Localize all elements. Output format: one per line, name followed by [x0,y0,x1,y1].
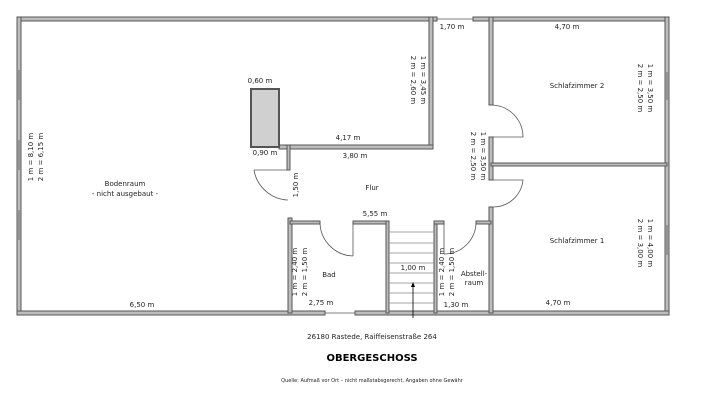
staircase [389,231,434,318]
room-name-flur: Flur [365,184,378,192]
wall-flur-stub [286,144,291,171]
dim-bodenraum-2: 2 m = 6,15 m [37,133,45,182]
room-name-abstellraum-2: raum [465,279,484,287]
dim-schlafzimmer1-2: 2 m = 3,00 m [636,219,644,268]
wall-bad-top-2 [352,220,390,225]
dim-schlafzimmer2-1: 1 m = 3,50 m [646,64,654,113]
chimney [250,88,280,148]
wall-stair-left [385,220,390,314]
dim-upper-room-1: 1 m = 3,45 m [419,56,427,105]
dim-bodenraum-1: 1 m = 8,10 m [27,133,35,182]
door-schlafzimmer2[interactable] [490,104,524,138]
wall-bad-left [287,217,293,314]
wall-abstell-top [433,220,445,225]
wall-bedroom-divider [490,162,668,167]
doors [253,104,524,257]
dim-chimney-bottom: 0,90 m [253,149,278,157]
dim-bodenraum-width: 6,50 m [130,301,155,309]
dim-upper-room-width: 4,17 m [336,134,361,142]
wall-upper-room-right [428,16,434,150]
dim-abstellraum-width: 1,30 m [444,301,469,309]
dim-abstellraum-2: 2 m = 1,50 m [448,248,456,297]
wall-top-right [472,16,670,22]
dim-flur-lower: 5,55 m [363,210,388,218]
wall-abstell-top-2 [475,220,492,225]
door-abstellraum[interactable] [443,221,477,255]
room-name-abstellraum-1: Abstell- [461,270,488,278]
room-name-bodenraum: Bodenraum [105,180,146,188]
source-note: Quelle: Aufmaß vor Ort – nicht maßstabsg… [281,378,464,384]
dim-bad-1: 1 m = 2,40 m [291,248,299,297]
dim-flur-side: 1,50 m [292,173,300,198]
windows [18,18,668,314]
wall-bedroom-left-1 [488,16,494,106]
dim-abstellraum-1: 1 m = 2,40 m [438,248,446,297]
wall-bottom-left [16,310,326,316]
wall-bottom-right [354,310,670,316]
stair-arrowhead-icon [411,282,415,287]
dim-corridor-right-2: 2 m = 2,50 m [469,132,477,181]
dim-stairs-width: 1,00 m [401,264,426,272]
address: 26180 Rastede, Raiffeisenstraße 264 [307,333,437,341]
door-schlafzimmer1[interactable] [491,179,524,208]
walls [16,16,670,316]
wall-bedroom1-left [488,206,494,314]
dim-schlafzimmer1-1: 1 m = 4,00 m [646,219,654,268]
dim-schlafzimmer2-2: 2 m = 2,50 m [636,64,644,113]
wall-upper-room-bottom [278,144,434,150]
dim-schlafzimmer2-width: 4,70 m [555,23,580,31]
room-note-bodenraum: - nicht ausgebaut - [92,190,159,198]
wall-bedroom-left-2 [488,136,494,181]
dim-schlafzimmer1-width: 4,70 m [546,299,571,307]
door-bodenraum[interactable] [253,169,289,201]
wall-stair-right [433,220,438,314]
dim-corridor-right-1: 1 m = 3,50 m [479,132,487,181]
dim-upper-room-2: 2 m = 2,60 m [409,56,417,105]
dim-flur-opening: 1,70 m [440,23,465,31]
dim-chimney-top: 0,60 m [248,77,273,85]
door-bad[interactable] [319,221,354,257]
dim-flur-width: 3,80 m [343,152,368,160]
wall-bad-top-1 [289,220,321,225]
wall-top-left [16,16,438,22]
room-name-schlafzimmer2: Schlafzimmer 2 [550,82,605,90]
dim-bad-width: 2,75 m [309,299,334,307]
room-name-bad: Bad [322,271,336,279]
floor-title: OBERGESCHOSS [326,353,417,364]
dim-bad-2: 2 m = 1,50 m [301,248,309,297]
room-name-schlafzimmer1: Schlafzimmer 1 [550,237,605,245]
